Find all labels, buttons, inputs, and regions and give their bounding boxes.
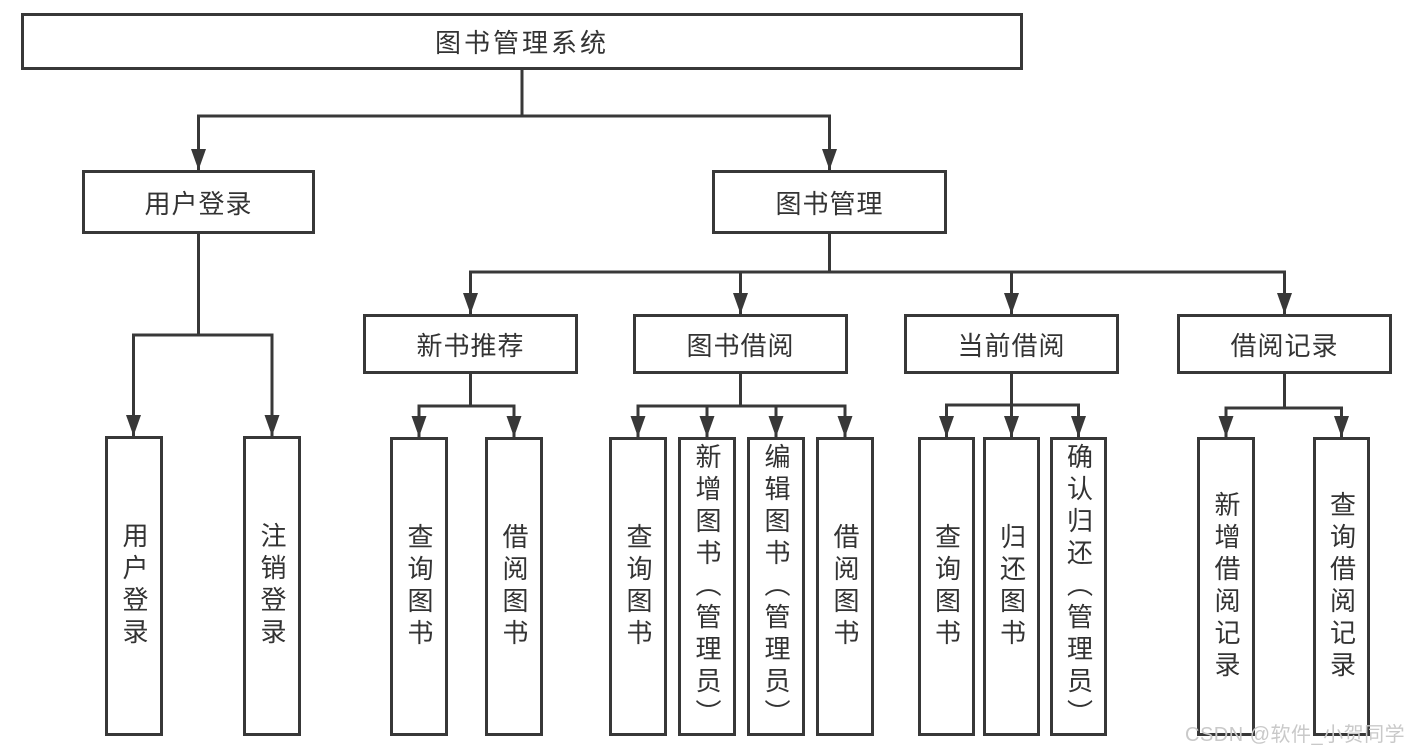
node-label: 图书管理 — [775, 188, 884, 219]
node-label: 查询图书 — [931, 522, 962, 651]
node-label: 借阅图书 — [830, 522, 860, 651]
node-user-login: 用户登录 — [82, 170, 315, 234]
node-book-borrowing: 图书借阅 — [633, 314, 848, 374]
leaf-cb-query-books: 查询图书 — [918, 437, 975, 736]
csdn-watermark: CSDN @软件_小贺同学 — [1185, 724, 1405, 746]
node-label: 查询借阅记录 — [1326, 490, 1357, 683]
leaf-logout: 注销登录 — [243, 436, 301, 736]
leaf-rec-query-record: 查询借阅记录 — [1313, 437, 1370, 736]
node-label: 图书管理系统 — [434, 28, 609, 58]
node-current-borrowing: 当前借阅 — [904, 314, 1119, 374]
node-label: 注销登录 — [257, 522, 287, 650]
leaf-nb-borrow-books: 借阅图书 — [485, 437, 543, 736]
node-label: 查询图书 — [404, 522, 434, 651]
node-new-book-recommend: 新书推荐 — [363, 314, 578, 374]
node-label: 新增图书（管理员） — [692, 442, 722, 731]
node-label: 编辑图书（管理员） — [761, 442, 791, 731]
node-label: 借阅记录 — [1230, 330, 1339, 361]
node-label: 图书借阅 — [686, 330, 795, 361]
node-label: 用户登录 — [119, 522, 149, 650]
leaf-cb-confirm-return-admin: 确认归还（管理员） — [1050, 437, 1107, 736]
node-label: 用户登录 — [144, 188, 253, 219]
node-label: 查询图书 — [623, 522, 653, 651]
node-label: 新书推荐 — [416, 330, 525, 361]
leaf-cb-return-books: 归还图书 — [983, 437, 1040, 736]
node-label: 归还图书 — [996, 522, 1027, 651]
leaf-bb-query-books: 查询图书 — [609, 437, 667, 736]
leaf-rec-add-record: 新增借阅记录 — [1197, 437, 1255, 736]
leaf-nb-query-books: 查询图书 — [390, 437, 448, 736]
leaf-user-login: 用户登录 — [105, 436, 163, 736]
node-book-management: 图书管理 — [712, 170, 947, 234]
node-library-system: 图书管理系统 — [21, 13, 1023, 70]
node-label: 当前借阅 — [957, 330, 1066, 361]
node-borrow-records: 借阅记录 — [1177, 314, 1392, 374]
leaf-bb-add-books-admin: 新增图书（管理员） — [678, 437, 736, 736]
leaf-bb-borrow-books: 借阅图书 — [816, 437, 874, 736]
leaf-bb-edit-books-admin: 编辑图书（管理员） — [747, 437, 805, 736]
node-label: 新增借阅记录 — [1211, 490, 1241, 683]
node-label: 借阅图书 — [499, 522, 529, 651]
node-label: 确认归还（管理员） — [1063, 442, 1094, 731]
